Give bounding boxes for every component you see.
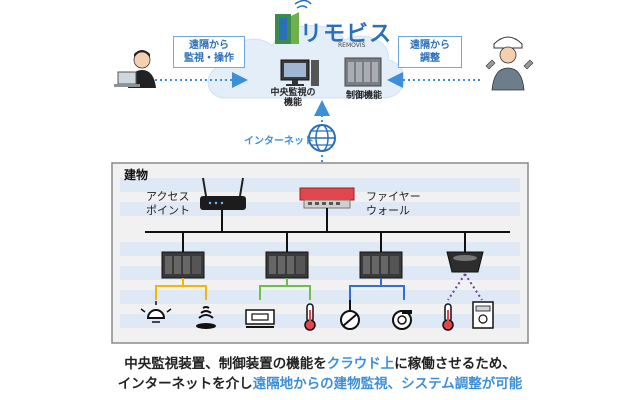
- aircon-icon: [245, 309, 275, 328]
- globe-icon: [308, 124, 336, 152]
- central-monitor-label: 中央監視の機能: [270, 88, 316, 108]
- light-icon: [140, 301, 172, 323]
- caption-line-1: 中央監視装置、制御装置の機能をクラウド上に稼働させるため、: [124, 356, 516, 372]
- thermometer-icon: [304, 303, 316, 331]
- brand-sub: REMOVIS: [338, 42, 366, 49]
- caption-line-2: インターネットを介し遠隔地からの建物監視、システム調整が可能: [117, 376, 523, 392]
- right-remote-tag: 遠隔から調整: [398, 36, 462, 68]
- controller-unit: [359, 251, 403, 279]
- pc-icon: [280, 59, 319, 86]
- brand-logo-icon: [275, 0, 312, 44]
- controller-unit: [161, 251, 205, 279]
- sensor-hub: [446, 251, 484, 273]
- controller-unit: [265, 251, 309, 279]
- access-point-label: アクセスポイント: [146, 190, 190, 217]
- firewall-icon: [299, 187, 355, 209]
- control-function-label: 制御機能: [345, 91, 382, 101]
- internet-label: インターネット: [244, 136, 314, 147]
- building-title: 建物: [124, 168, 149, 182]
- brand-name: リモビス: [300, 22, 393, 47]
- router-icon: [200, 177, 246, 210]
- thermometer-icon: [442, 303, 454, 331]
- damper-icon: [340, 300, 360, 330]
- firewall-label: ファイヤーウォール: [366, 190, 421, 217]
- controller-icon: [344, 57, 382, 87]
- laptop-icon: [114, 71, 140, 87]
- worker-icon: [485, 36, 534, 91]
- meter-icon: [472, 301, 494, 329]
- left-remote-tag: 遠隔から監視・操作: [173, 36, 245, 68]
- fan-icon: [392, 310, 412, 330]
- sensor-icon: [196, 306, 216, 329]
